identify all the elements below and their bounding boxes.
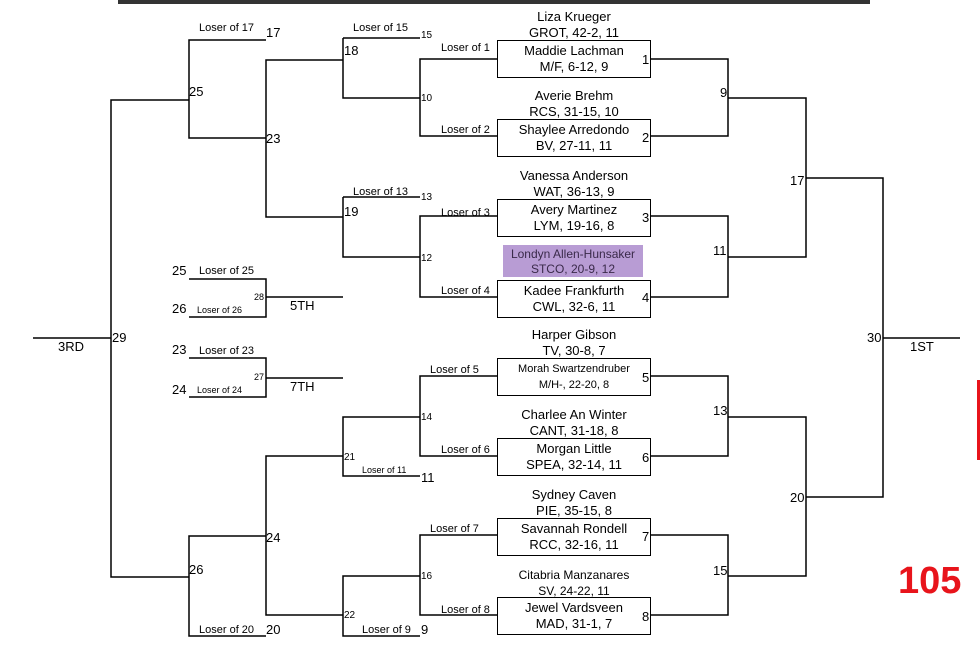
match-number: 23 [266,131,281,146]
loser-label: Loser of 6 [441,444,490,456]
loser-label: Loser of 25 [199,265,255,277]
match-number: 3 [642,210,650,225]
loser-label: Loser of 26 [197,305,243,315]
match-number: 14 [421,412,433,423]
match-number: 5 [642,370,650,385]
loser-label: Loser of 8 [441,604,490,616]
weight-class-label: 105 [898,560,962,602]
loser-label: Loser of 17 [199,22,255,34]
bracket-line [188,39,266,139]
bracket-line [419,375,497,457]
loser-label: Loser of 2 [441,124,490,136]
match-number: 8 [642,609,650,624]
loser-label: Loser of 23 [199,345,255,357]
bracket-line [342,38,420,99]
loser-label: Loser of 7 [430,523,479,535]
match-number: 7 [642,529,650,544]
match-number: 27 [254,372,265,382]
loser-label: Loser of 4 [441,285,490,297]
top-border-bar [118,0,870,4]
match-number: 26 [189,562,204,577]
match-number: 17 [266,25,281,40]
match-number: 4 [642,290,650,305]
match-number: 24 [266,530,281,545]
bracket-line [419,534,497,616]
match-number: 16 [421,571,433,582]
bracket-line [651,375,729,457]
match-number: 20 [790,490,805,505]
match-number: 28 [254,292,265,302]
match-number: 25 [189,84,204,99]
bracket-line [188,535,266,637]
match-number: 1 [642,52,650,67]
seed-number: 23 [172,342,187,357]
bracket-line [342,416,420,477]
match-number: 20 [266,622,281,637]
third-place-label: 3RD [58,339,85,354]
loser-label: Loser of 20 [199,624,255,636]
bracket-line [189,278,267,318]
match-number: 12 [421,253,433,264]
match-number: 19 [344,204,359,219]
first-place-label: 1ST [910,339,934,354]
match-number: 17 [790,173,805,188]
loser-label: Loser of 3 [441,207,490,219]
match-number: 13 [421,192,433,203]
match-number: 22 [344,610,356,621]
red-edge-mark [977,380,980,460]
loser-label: Loser of 9 [362,624,411,636]
match-number: 21 [344,452,356,463]
loser-label: Loser of 24 [197,385,243,395]
fifth-place-label: 5TH [290,298,315,313]
bracket-line [651,534,729,616]
match-number: 15 [713,563,728,578]
seed-number: 25 [172,263,187,278]
loser-label: Loser of 13 [353,186,409,198]
loser-label: Loser of 5 [430,364,479,376]
match-number: 30 [867,330,882,345]
match-number: 2 [642,130,650,145]
bracket-line [651,58,729,137]
match-number: 13 [713,403,728,418]
seed-number: 26 [172,301,187,316]
bracket-line [342,575,420,637]
match-number: 9 [421,622,429,637]
loser-label: Loser of 1 [441,42,490,54]
match-number: 15 [421,30,433,41]
match-number: 9 [720,85,728,100]
match-number: 6 [642,450,650,465]
loser-label: Loser of 15 [353,22,409,34]
match-number: 11 [421,470,435,485]
match-number: 11 [713,243,727,258]
match-number: 10 [421,93,433,104]
seventh-place-label: 7TH [290,379,315,394]
match-number: 18 [344,43,359,58]
loser-label: Loser of 11 [362,465,407,475]
seed-number: 24 [172,382,187,397]
match-number: 29 [112,330,127,345]
